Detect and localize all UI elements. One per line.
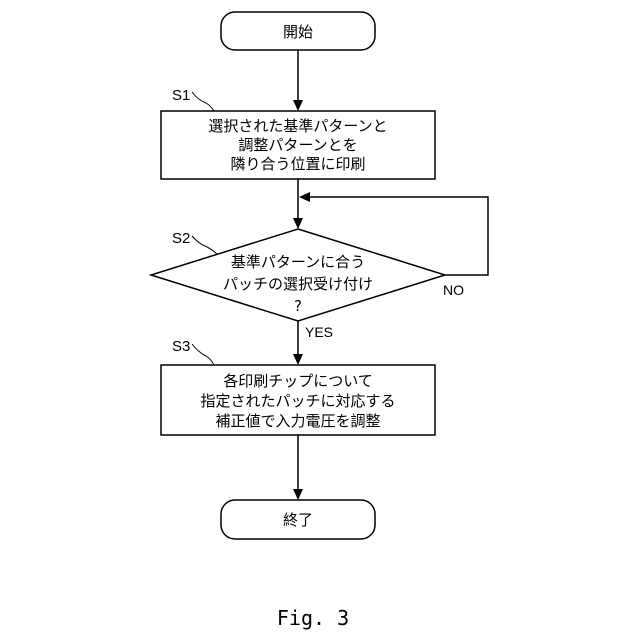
no-branch-label: NO — [443, 282, 464, 298]
end-label: 終了 — [283, 511, 313, 529]
step-s1-leader — [192, 92, 214, 111]
figure-caption: Fig. 3 — [277, 606, 349, 630]
step-s3-line-1: 各印刷チップについて — [223, 372, 373, 390]
end-node: 終了 — [221, 500, 375, 539]
step-s3-leader — [192, 344, 214, 365]
start-node: 開始 — [221, 12, 375, 50]
connector-s3-end — [293, 435, 303, 500]
step-s3-tag: S3 — [172, 338, 214, 365]
step-s3-line-2: 指定されたパッチに対応する — [200, 392, 395, 410]
step-s3-id: S3 — [172, 338, 190, 355]
step-s2-line-3: ? — [294, 297, 302, 315]
step-s2-line-2: パッチの選択受け付け — [223, 275, 373, 293]
arrowhead-icon — [299, 192, 310, 202]
yes-branch-label: YES — [305, 324, 333, 340]
step-s2-line-1: 基準パターンに合う — [231, 253, 365, 271]
step-s2-id: S2 — [172, 230, 190, 247]
step-s1-id: S1 — [172, 87, 190, 104]
arrowhead-icon — [293, 218, 303, 229]
step-s2-leader — [192, 236, 218, 255]
step-s2-tag: S2 — [172, 230, 218, 255]
arrowhead-icon — [293, 100, 303, 111]
step-s3-process: 各印刷チップについて 指定されたパッチに対応する 補正値で入力電圧を調整 — [161, 365, 435, 435]
arrowhead-icon — [293, 354, 303, 365]
step-s1-line-3: 隣り合う位置に印刷 — [230, 155, 365, 173]
connector-start-s1 — [293, 50, 303, 111]
step-s3-line-3: 補正値で入力電圧を調整 — [215, 412, 380, 430]
arrowhead-icon — [293, 489, 303, 500]
start-label: 開始 — [283, 23, 313, 41]
connector-s2-s3-yes: YES — [293, 321, 333, 365]
step-s1-process: 選択された基準パターンと 調整パターンとを 隣り合う位置に印刷 — [161, 111, 435, 179]
step-s2-decision: 基準パターンに合う パッチの選択受け付け ? — [151, 229, 445, 321]
step-s1-line-2: 調整パターンとを — [238, 136, 357, 154]
step-s1-tag: S1 — [172, 87, 214, 111]
step-s1-line-1: 選択された基準パターンと — [208, 117, 387, 135]
connector-s1-s2 — [293, 179, 303, 229]
